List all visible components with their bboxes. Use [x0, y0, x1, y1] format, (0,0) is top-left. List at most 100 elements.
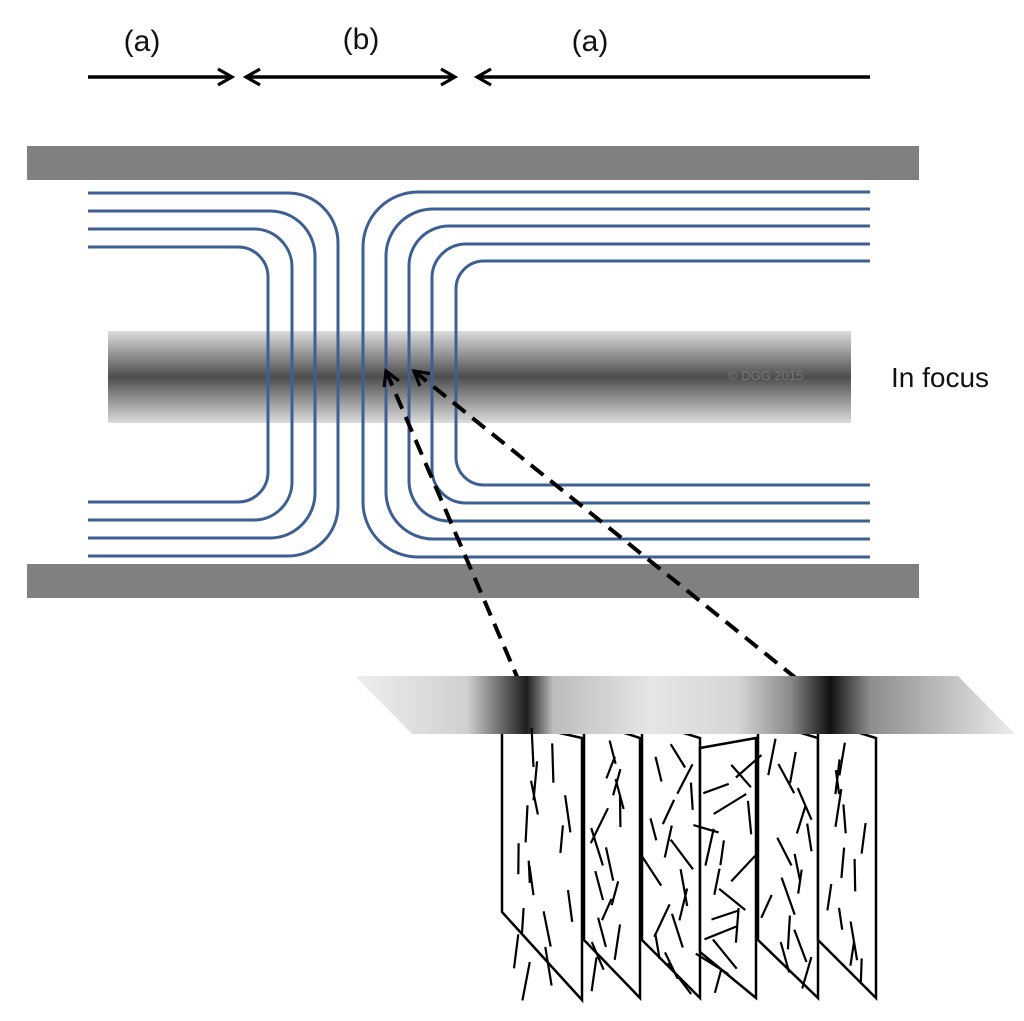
- focal-plane-sheet: [355, 676, 1015, 734]
- molecule-rod: [695, 952, 729, 975]
- molecule-rod: [853, 858, 857, 892]
- molecule-rod: [711, 909, 739, 921]
- molecule-rod: [713, 868, 721, 896]
- copyright-watermark: © DGG 2015: [728, 368, 803, 383]
- molecule-rod: [793, 853, 802, 882]
- molecule-rod: [559, 825, 564, 854]
- molecule-rod: [676, 763, 694, 795]
- molecule-rod: [837, 907, 844, 930]
- molecule-rod: [712, 938, 738, 970]
- dashed-arrow-side: [414, 371, 828, 704]
- molecule-rod: [639, 853, 663, 887]
- molecule-rod: [542, 911, 552, 947]
- molecule-rod: [590, 957, 598, 992]
- molecule-rod: [597, 917, 607, 948]
- molecule-rod: [826, 883, 833, 911]
- molecule-rod: [590, 827, 604, 866]
- molecule-rod: [666, 962, 692, 995]
- molecule-rod: [530, 728, 535, 768]
- molecule-rod: [529, 780, 539, 815]
- molecule-rod: [780, 877, 796, 915]
- molecule-rod: [718, 887, 746, 911]
- molecule-rod: [654, 933, 661, 959]
- molecule-rod: [719, 840, 725, 866]
- molecule-rod: [670, 913, 684, 948]
- molecular-layer-3: [640, 718, 702, 1002]
- molecular-layer-4: [698, 736, 758, 1001]
- lamella-left-4: [88, 245, 270, 504]
- molecule-rod: [767, 738, 777, 776]
- lamellae-left: [88, 191, 340, 558]
- molecule-rod: [746, 800, 753, 835]
- molecule-rod: [840, 847, 846, 879]
- molecule-rod: [842, 804, 847, 834]
- label-region-a-right: (a): [572, 25, 609, 58]
- molecule-rod: [786, 915, 791, 950]
- molecule-rod: [834, 788, 843, 827]
- molecule-rod: [661, 799, 676, 825]
- molecule-rod: [779, 941, 791, 973]
- molecule-rod: [806, 823, 813, 852]
- molecule-rod: [693, 824, 719, 834]
- molecule-rod: [702, 782, 730, 795]
- top-wall: [27, 146, 919, 180]
- molecule-rod: [600, 898, 613, 921]
- molecule-rod: [704, 828, 715, 866]
- molecule-rod: [566, 889, 574, 922]
- molecule-rod: [730, 855, 756, 882]
- molecule-rod: [524, 805, 529, 843]
- molecule-rod: [564, 795, 572, 833]
- lamella-left-1: [88, 191, 340, 558]
- molecule-rods: [512, 728, 867, 1001]
- molecule-rod: [614, 778, 625, 810]
- molecule-rod: [838, 742, 846, 776]
- molecule-rod: [859, 958, 863, 984]
- molecule-rod: [521, 961, 531, 1001]
- label-region-b: (b): [343, 23, 380, 56]
- molecule-rod: [795, 806, 807, 834]
- molecule-rod: [776, 837, 793, 867]
- molecule-rod: [860, 822, 867, 854]
- molecule-rod: [834, 769, 841, 795]
- correspondence-arrows: [386, 371, 828, 704]
- molecule-rod: [528, 865, 535, 896]
- molecule-rod: [654, 756, 663, 782]
- molecular-layer-1: [500, 718, 584, 1004]
- molecule-rod: [788, 751, 797, 784]
- molecule-rod: [760, 894, 773, 919]
- label-region-a-left: (a): [124, 25, 161, 58]
- molecule-rod: [713, 968, 723, 994]
- molecule-rod: [520, 908, 525, 934]
- molecule-rod: [512, 934, 520, 969]
- molecular-layers: [500, 718, 878, 1004]
- molecule-rod: [551, 743, 555, 783]
- molecule-rod: [610, 881, 620, 906]
- molecule-rod: [594, 870, 605, 901]
- molecule-rod: [849, 941, 856, 966]
- molecule-rod: [849, 921, 859, 961]
- molecule-rod: [663, 825, 673, 858]
- molecule-rod: [777, 763, 796, 794]
- molecule-rod: [590, 941, 605, 971]
- molecule-rod: [730, 764, 752, 788]
- molecule-rod: [669, 838, 694, 870]
- molecule-rod: [801, 956, 813, 989]
- molecule-rod: [679, 869, 689, 907]
- lamella-left-3: [88, 227, 294, 522]
- molecule-rod: [653, 903, 671, 938]
- label-in-focus: In focus: [891, 362, 989, 393]
- molecule-rod: [704, 924, 739, 941]
- molecule-rod: [613, 924, 622, 960]
- molecule-rod: [605, 756, 616, 779]
- molecule-rod: [796, 787, 813, 821]
- molecule-rod: [669, 743, 687, 769]
- molecular-layer-6: [816, 718, 878, 1002]
- molecule-rod: [649, 818, 658, 841]
- molecule-rod: [689, 782, 694, 810]
- molecule-rod: [797, 869, 803, 894]
- molecule-rod: [793, 929, 808, 963]
- lamella-left-2: [88, 209, 317, 540]
- molecule-rod: [604, 847, 615, 881]
- molecule-rod: [678, 888, 689, 921]
